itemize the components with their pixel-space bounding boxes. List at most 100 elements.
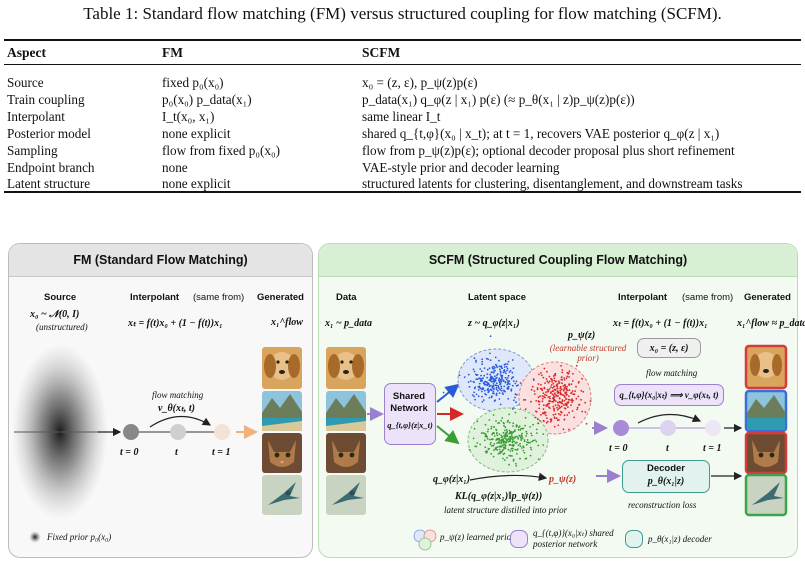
scfm-generated-cat-image — [744, 431, 788, 475]
fm-flow-label: flow matching — [152, 390, 204, 400]
latent-point — [499, 388, 502, 391]
table-cell: VAE-style prior and decoder learning — [362, 160, 560, 175]
latent-point — [503, 424, 505, 427]
latent-point — [538, 419, 541, 422]
fm-interp-eq: xₜ = f(t)x₀ + (1 − f(t))x₁ — [128, 318, 223, 329]
latent-point — [477, 389, 480, 391]
legend-decoder-swatch — [625, 530, 643, 548]
latent-point — [564, 391, 567, 394]
scfm-panel-title: SCFM (Structured Coupling Flow Matching) — [319, 244, 797, 277]
latent-point — [543, 395, 545, 398]
latent-point — [570, 404, 572, 406]
scfm-kl-note: latent structure distilled into prior — [444, 505, 568, 515]
latent-point — [502, 393, 504, 395]
latent-point — [540, 374, 543, 377]
latent-point — [490, 425, 493, 428]
fm-generated-cat-image — [262, 433, 302, 473]
fm-generated-eq: x₁^flow — [271, 317, 303, 328]
latent-point — [550, 418, 553, 421]
latent-point — [473, 357, 476, 360]
latent-point — [495, 388, 498, 391]
latent-point — [510, 433, 513, 435]
table-cell: none explicit — [162, 176, 231, 191]
latent-point — [506, 363, 509, 365]
latent-point — [512, 422, 515, 425]
latent-point — [508, 371, 511, 373]
latent-point — [542, 392, 545, 395]
latent-point — [507, 374, 510, 377]
latent-point — [503, 452, 506, 455]
latent-point — [537, 383, 540, 385]
latent-point — [512, 425, 514, 427]
latent-point — [538, 403, 541, 406]
latent-point — [512, 367, 515, 370]
latent-point — [553, 385, 555, 388]
latent-point — [561, 378, 564, 381]
latent-point — [501, 444, 504, 446]
latent-point — [486, 435, 488, 438]
table-cell: none — [162, 160, 188, 175]
latent-point — [518, 435, 521, 437]
latent-point — [511, 455, 513, 457]
latent-point — [508, 421, 511, 424]
latent-point — [581, 377, 583, 380]
shared-network-label: Shared Network — [390, 391, 428, 414]
latent-point — [516, 393, 518, 396]
fm-flow-arc — [149, 415, 212, 428]
latent-point — [503, 363, 506, 366]
latent-point — [481, 360, 484, 363]
latent-point — [473, 387, 476, 390]
scfm-generated-label: Generated — [744, 292, 791, 303]
latent-point — [515, 435, 518, 438]
latent-point — [511, 408, 514, 410]
latent-point — [482, 387, 485, 390]
table-cell: structured latents for clustering, disen… — [362, 176, 743, 191]
latent-point — [525, 435, 527, 437]
latent-point — [553, 416, 556, 419]
green-cluster-region — [467, 407, 549, 473]
latent-point — [501, 449, 504, 451]
latent-point — [491, 371, 493, 374]
latent-point — [571, 390, 574, 392]
latent-point — [570, 392, 572, 395]
green-cluster-points — [468, 411, 545, 467]
latent-point — [508, 454, 511, 457]
latent-point — [535, 440, 538, 443]
latent-point — [560, 392, 562, 395]
latent-point — [473, 370, 476, 373]
latent-point — [498, 442, 501, 444]
latent-point — [523, 440, 526, 443]
fm-generated-dog-image — [262, 347, 302, 389]
latent-point — [566, 375, 569, 378]
latent-point — [481, 401, 484, 403]
latent-point — [493, 365, 495, 368]
latent-point — [486, 368, 489, 371]
latent-point — [516, 452, 518, 455]
latent-point — [481, 390, 483, 393]
latent-point — [537, 422, 539, 425]
latent-point — [487, 391, 490, 394]
latent-point — [497, 452, 500, 455]
latent-point — [487, 387, 489, 390]
latent-point — [561, 382, 563, 385]
latent-point — [551, 387, 554, 389]
latent-point — [517, 384, 519, 387]
fm-source-note: (unstructured) — [36, 322, 88, 332]
latent-point — [495, 439, 498, 441]
latent-point — [524, 424, 526, 427]
latent-point — [576, 408, 578, 411]
latent-point — [501, 417, 504, 419]
latent-point — [548, 375, 551, 378]
decoder-box: Decoder p_θ(x₁|z) — [622, 460, 710, 493]
latent-point — [515, 465, 518, 467]
latent-point — [484, 446, 487, 449]
scfm-point-t1 — [705, 420, 721, 436]
latent-point — [524, 408, 527, 411]
latent-point — [530, 432, 532, 435]
latent-point — [463, 376, 466, 378]
latent-point — [535, 400, 538, 402]
latent-point — [552, 413, 555, 416]
latent-point — [484, 423, 487, 426]
latent-point — [492, 390, 495, 393]
scfm-flow-eq: q_{t,φ}(x₀|xₜ) ⟹ v_φ(xₜ, t) — [619, 390, 719, 400]
